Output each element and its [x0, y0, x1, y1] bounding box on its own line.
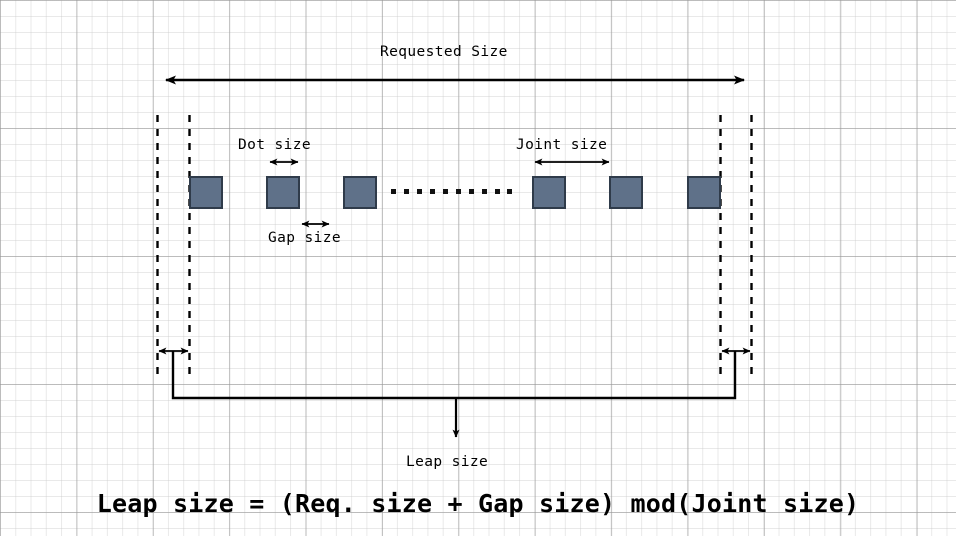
block-2: [266, 176, 300, 209]
requested-size-label: Requested Size: [380, 44, 508, 60]
block-6: [687, 176, 721, 209]
block-1: [189, 176, 223, 209]
block-5: [609, 176, 643, 209]
block-4: [532, 176, 566, 209]
leap-size-bracket: [171, 351, 737, 400]
joint-size-label: Joint size: [516, 137, 608, 153]
block-3: [343, 176, 377, 209]
leap-size-label: Leap size: [406, 454, 489, 470]
leap-size-formula: Leap size = (Req. size + Gap size) mod(J…: [96, 489, 860, 518]
dot-size-label: Dot size: [238, 137, 312, 153]
ellipsis-dots: [391, 189, 512, 194]
gap-size-label: Gap size: [268, 230, 342, 246]
